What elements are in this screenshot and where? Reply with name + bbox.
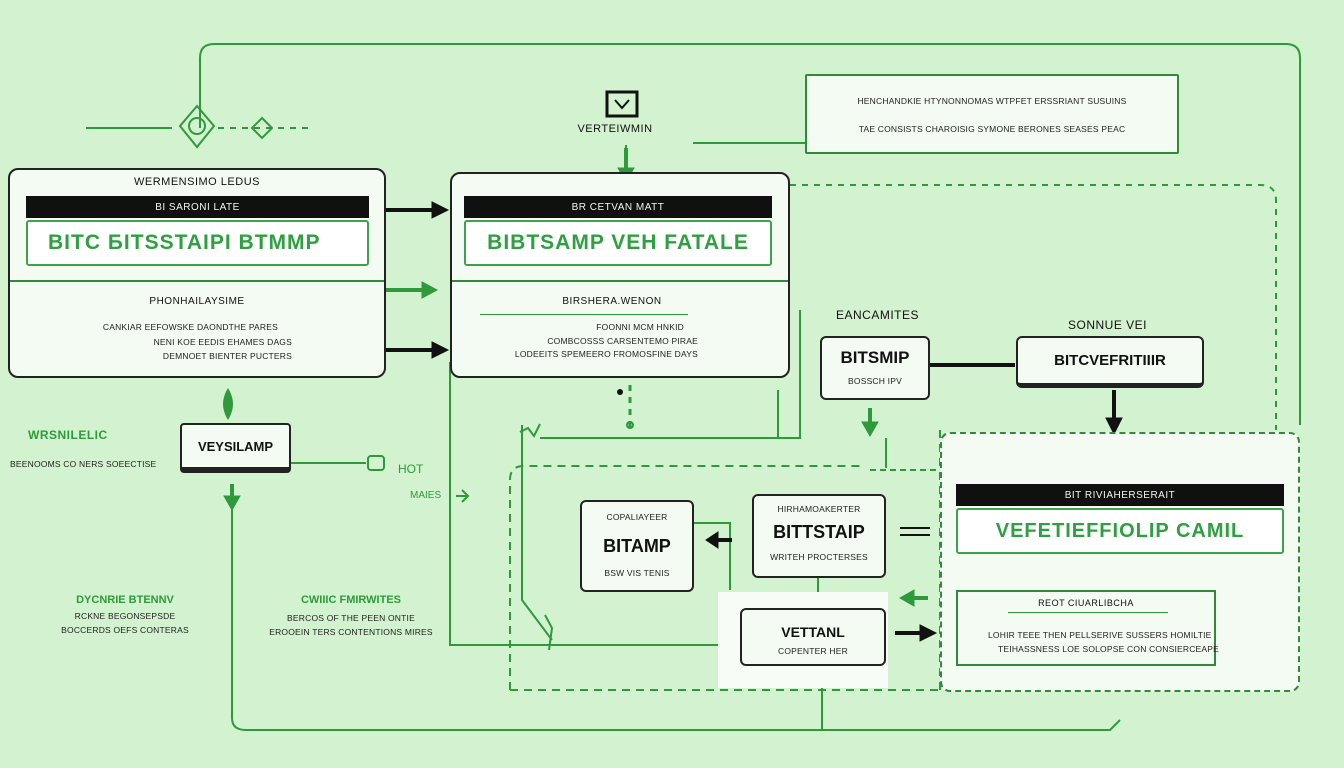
left-side-label: WRSNILELIC (28, 428, 108, 442)
bitcvefritiiir-box[interactable]: BITCVEFRITIIIR (1016, 336, 1204, 388)
panel-left-subtitle: PHONHAILAYSIME (149, 296, 245, 307)
panel-center[interactable]: BR CETVAN MATT BIBTSAMP VEH FATALE BIRSH… (450, 172, 790, 378)
bitamp-box[interactable]: COPALIAYEER BITAMP BSW VIS TENIS (580, 500, 694, 592)
panel-right-line-2: TEIHASSNESS LOE SOLOPSE CON CONSIERCEAPE (998, 644, 1220, 654)
panel-left[interactable]: WERMENSIMO LEDUS BI SARONI LATE BITC ƂIT… (8, 168, 386, 378)
bottom-left-title: DYCNRIE BTENNV (76, 594, 174, 606)
panel-center-subtitle: BIRSHERA.WENON (562, 296, 662, 307)
panel-left-line-3: DEMNOET BIENTER PUCTERS (162, 351, 292, 361)
veysilamp-box[interactable]: VEYSILAMP (180, 423, 291, 473)
top-center-title: VERTEIWMIN (577, 123, 653, 135)
bottom-mid-left-title: CWIIIC FMIRWITES (300, 594, 401, 606)
panel-left-line-2: NENI KOE EEDIS EHAMES DAGS (153, 337, 292, 347)
panel-left-title: WERMENSIMO LEDUS (134, 176, 260, 188)
panel-right-bar: BIT RIVIAHERSERAIT (956, 484, 1284, 506)
panel-right-field[interactable]: VEFETIEFFIOLIP CAMIL (956, 508, 1284, 554)
left-side-label-line: BEENOOMS CO NERS SOEECTISE (10, 459, 157, 469)
bitamp-box-sub: BSW VIS TENIS (604, 568, 670, 578)
top-right-note: HENCHANDKIE HTYNONNOMAS WTPFET ERSSRIANT… (805, 74, 1179, 154)
panel-center-line-2: COMBCOSSS CARSENTEMO PIRAE (547, 336, 698, 346)
panel-center-bar: BR CETVAN MATT (464, 196, 772, 218)
bitamp-box-main: BITAMP (603, 536, 671, 556)
note-line-1: HENCHANDKIE HTYNONNOMAS WTPFET ERSSRIANT… (857, 96, 1127, 106)
right-middle-label-1: EANCAMITES (836, 308, 920, 322)
panel-center-line-3: LODEEITS SPEMEERO FROMOSFINE DAYS (514, 349, 698, 359)
panel-right-subtitle: REOT CIUARLIBCHA (1038, 598, 1134, 608)
panel-right-inner: REOT CIUARLIBCHA LOHIR TEEE THEN PELLSER… (956, 590, 1220, 666)
bitsmip-box[interactable]: BITSMIP BOSSCH IPV (820, 336, 930, 400)
vettanl-box-sub: COPENTER HER (778, 646, 848, 656)
bittstaip-box-sub: WRITEH PROCTERSES (770, 552, 868, 562)
bittstaip-box-main: BITTSTAIP (773, 522, 865, 542)
left-side-tag-1: HOT (398, 462, 424, 476)
panel-center-field[interactable]: BIBTSAMP VEH FATALE (464, 220, 772, 266)
panel-center-line-1: FOONNI MCM HNKID (596, 322, 684, 332)
vettanl-box[interactable]: VETTANL COPENTER HER (740, 608, 886, 666)
bittstaip-box-title: HIRHAMOAKERTER (777, 504, 861, 514)
vettanl-box-main: VETTANL (781, 624, 845, 640)
panel-right-line-1: LOHIR TEEE THEN PELLSERIVE SUSSERS HOMIL… (988, 630, 1212, 640)
panel-left-bar: BI SARONI LATE (26, 196, 369, 218)
bitsmip-box-title: BITSMIP (840, 348, 910, 367)
bottom-mid-left-line-1: BERCOS OF THE PEEN ONTIE (287, 613, 415, 623)
panel-center-divider (452, 280, 788, 282)
panel-left-divider (10, 280, 384, 282)
bottom-left-line-1: RCKNE BEGONSEPSDE (74, 611, 176, 621)
panel-left-line-1: CANKIAR EEFOWSKE DAONDTHE PARES (102, 322, 278, 332)
panel-right[interactable]: BIT RIVIAHERSERAIT VEFETIEFFIOLIP CAMIL … (940, 432, 1300, 692)
bitamp-box-title: COPALIAYEER (606, 512, 668, 522)
bittstaip-box[interactable]: HIRHAMOAKERTER BITTSTAIP WRITEH PROCTERS… (752, 494, 886, 578)
bitsmip-box-sub: BOSSCH IPV (848, 376, 902, 386)
panel-left-field[interactable]: BITC ƂITSSTAIPI BTMMP (26, 220, 369, 266)
left-side-tag-2: MAIES (410, 490, 442, 501)
right-middle-label-2: SONNUE VEI (1068, 318, 1148, 332)
note-line-2: TAE CONSISTS CHAROISIG SYMONE BERONES SE… (858, 124, 1126, 134)
bottom-mid-left-line-2: EROOEIN TERS CONTENTIONS MIRES (269, 627, 433, 637)
bottom-left-line-2: BOCCERDS OEFS CONTERAS (61, 625, 189, 635)
